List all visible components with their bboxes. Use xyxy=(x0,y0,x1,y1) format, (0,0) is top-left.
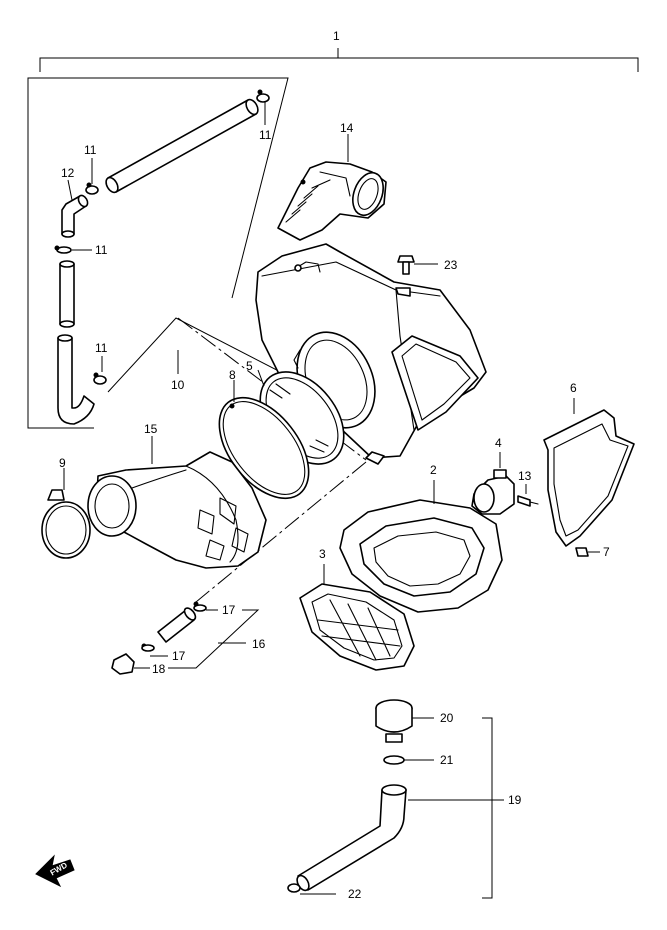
callout-23: 23 xyxy=(444,258,458,272)
breather-hose-bent xyxy=(57,334,95,425)
clamp-21 xyxy=(383,755,434,765)
check-valve xyxy=(375,699,434,743)
hose-clamp-lower xyxy=(93,356,107,385)
element-cage xyxy=(299,564,415,671)
callout-18: 18 xyxy=(152,662,166,676)
callout-5: 5 xyxy=(246,359,253,373)
fwd-arrow-icon: FWD xyxy=(35,854,75,888)
callout-13: 13 xyxy=(518,469,532,483)
callout-11-middle: 11 xyxy=(95,243,108,257)
screw-7 xyxy=(575,547,600,557)
callout-3: 3 xyxy=(319,547,326,561)
hose-clamp-elbow xyxy=(85,158,99,195)
intake-boot xyxy=(87,436,267,569)
callout-10: 10 xyxy=(171,378,185,392)
breather-elbow xyxy=(61,179,89,238)
valve-hose xyxy=(287,784,407,895)
hose-clamp-top xyxy=(256,89,270,125)
callout-6: 6 xyxy=(570,381,577,395)
filter-element xyxy=(339,480,503,613)
callout-16: 16 xyxy=(252,637,266,651)
bolt-23 xyxy=(397,255,438,275)
callout-11-top: 11 xyxy=(259,128,272,142)
clamp-9 xyxy=(41,468,91,559)
drain-plug xyxy=(111,653,150,675)
callout-11-lower: 11 xyxy=(95,341,108,355)
drain-cap xyxy=(471,452,515,515)
breather-kit-frame xyxy=(27,77,289,429)
callout-2: 2 xyxy=(430,463,437,477)
callout-17-upper: 17 xyxy=(222,603,236,617)
callout-8: 8 xyxy=(229,368,236,382)
callout-21: 21 xyxy=(440,753,454,767)
breather-hose-short xyxy=(59,260,75,328)
callout-15: 15 xyxy=(144,422,158,436)
assembly-bracket xyxy=(39,48,639,72)
leader-10 xyxy=(107,317,301,393)
callout-12: 12 xyxy=(61,166,75,180)
screw-13 xyxy=(517,484,539,507)
inlet-duct xyxy=(277,134,387,241)
callout-4: 4 xyxy=(495,436,502,450)
callout-22: 22 xyxy=(348,887,362,901)
callout-1: 1 xyxy=(333,29,340,43)
callout-20: 20 xyxy=(440,711,454,725)
side-cover xyxy=(543,398,635,547)
callout-19: 19 xyxy=(508,793,522,807)
callout-11-elbow: 11 xyxy=(84,143,97,157)
drain-hose xyxy=(141,601,260,669)
group-bracket-19 xyxy=(408,717,504,899)
seal-ring-8 xyxy=(218,380,310,500)
callout-9: 9 xyxy=(59,456,66,470)
callout-14: 14 xyxy=(340,121,354,135)
callout-7: 7 xyxy=(603,545,610,559)
callout-labels: 1 2 3 4 5 6 7 8 9 10 11 11 11 11 12 13 1… xyxy=(59,29,610,901)
callout-17-lower: 17 xyxy=(172,649,186,663)
breather-hose-long xyxy=(105,98,259,194)
hose-clamp-middle xyxy=(54,245,92,254)
